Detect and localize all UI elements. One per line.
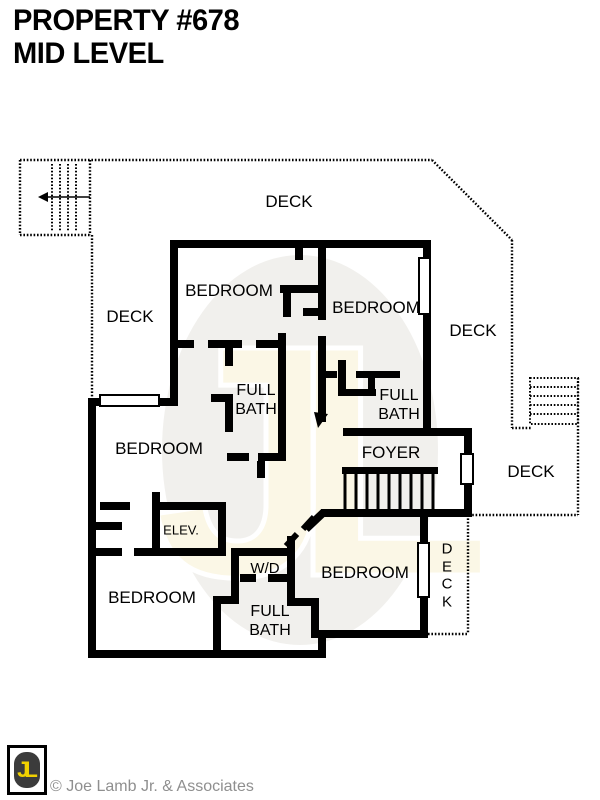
deck-stairs-right [529, 377, 579, 425]
property-title: PROPERTY #678 [13, 4, 240, 37]
company-logo: JL [7, 745, 47, 795]
diagonal-walls [283, 509, 327, 549]
deck-stairs-top-left [51, 164, 77, 232]
logo-oval: JL [14, 752, 40, 788]
level-subtitle: MID LEVEL [13, 37, 164, 70]
svg-text:JL: JL [152, 276, 486, 645]
page-title: PROPERTY #678 MID LEVEL [13, 4, 246, 70]
copyright-text: © Joe Lamb Jr. & Associates [50, 778, 254, 795]
stairs-direction-arrow [38, 192, 90, 202]
logo-jl-text: JL [17, 757, 38, 782]
stair-arrow [314, 412, 328, 428]
foyer-stairs [343, 474, 435, 509]
footer: JL © Joe Lamb Jr. & Associates [0, 740, 600, 800]
windows [99, 257, 474, 598]
interior-walls [88, 248, 438, 658]
